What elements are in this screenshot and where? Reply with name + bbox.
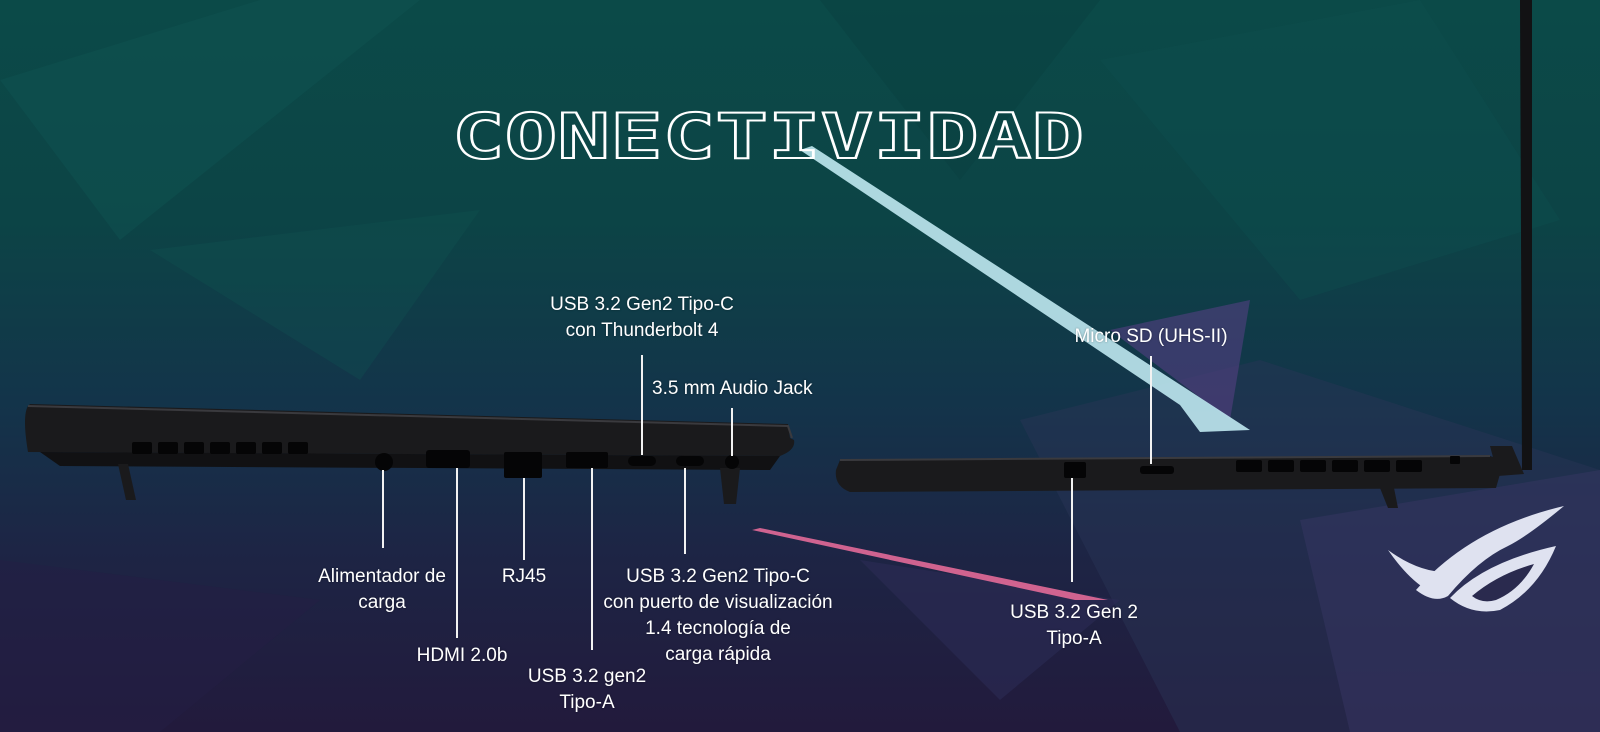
hdmi-port <box>426 450 470 468</box>
leader-hdmi <box>456 468 458 638</box>
label-audio: 3.5 mm Audio Jack <box>652 378 813 399</box>
audio-jack-port <box>725 455 739 469</box>
leader-audio <box>731 408 733 456</box>
label-usb-c-display: USB 3.2 Gen2 Tipo-C con puerto de visual… <box>603 566 833 665</box>
label-hdmi: HDMI 2.0b <box>416 645 508 666</box>
charger-port <box>375 453 393 471</box>
thunderbolt-port <box>628 456 656 466</box>
cyan-beam <box>800 146 1250 432</box>
leader-micro-sd <box>1150 356 1152 464</box>
left-vents <box>132 442 308 454</box>
laptop-right-side <box>835 446 1524 508</box>
rj45-port <box>504 452 542 478</box>
leader-rj45 <box>523 478 525 560</box>
leader-charger <box>382 470 384 548</box>
usb-a-port-right <box>1064 462 1086 478</box>
pink-beam <box>752 528 1108 600</box>
label-charger: Alimentador de carga <box>318 566 446 613</box>
label-thunderbolt: USB 3.2 Gen2 Tipo-C con Thunderbolt 4 <box>550 294 734 341</box>
leader-usb-a-left <box>591 468 593 650</box>
label-micro-sd: Micro SD (UHS-II) <box>1074 326 1228 347</box>
leader-usb-a-right <box>1071 478 1073 582</box>
usb-a-port-left <box>566 452 608 468</box>
right-vents <box>1236 460 1422 472</box>
micro-sd-slot <box>1140 466 1174 474</box>
laptop-left-side <box>25 404 795 504</box>
page-title: CONECTIVIDAD <box>452 99 1085 174</box>
rog-eye-logo-icon <box>1388 506 1564 612</box>
leader-thunderbolt <box>641 355 643 455</box>
label-rj45: RJ45 <box>501 566 547 587</box>
usb-c-display-port <box>676 456 704 466</box>
label-usb-a-right: USB 3.2 Gen 2 Tipo-A <box>1010 602 1138 649</box>
leader-usb-c-display <box>684 468 686 554</box>
lock-slot <box>1450 456 1460 464</box>
svg-text:CONECTIVIDAD: CONECTIVIDAD <box>452 100 1084 173</box>
label-usb-a-left: USB 3.2 gen2 Tipo-A <box>527 666 647 713</box>
